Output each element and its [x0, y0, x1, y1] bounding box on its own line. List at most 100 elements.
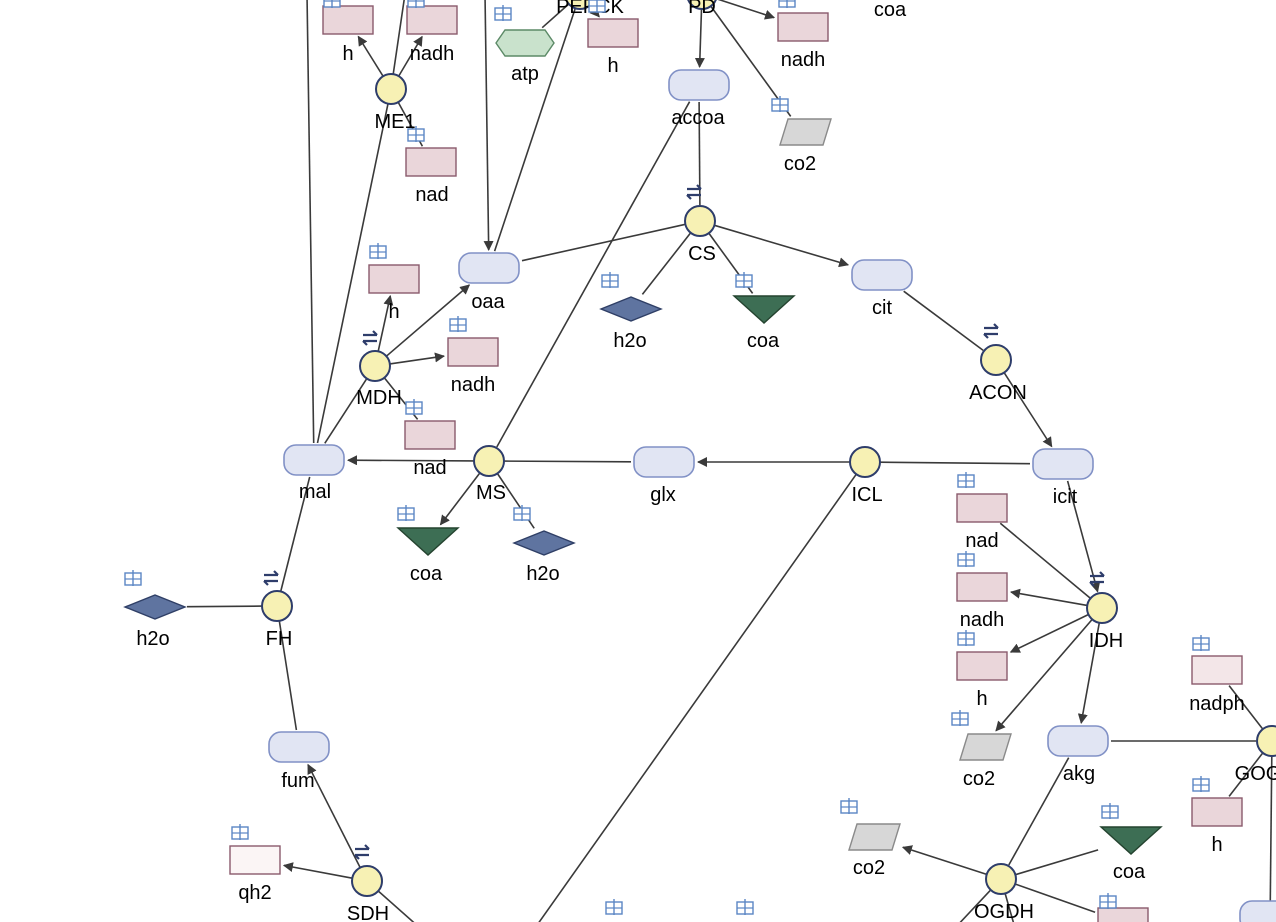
metabolite-m_h_top2[interactable]: h [587, 18, 639, 77]
reaction-fh[interactable]: FH [261, 570, 293, 650]
metabolite-m_co2_ogdh[interactable]: co2 [848, 823, 901, 879]
metabolite-label: coa [1113, 861, 1146, 883]
metabolite-m_mal[interactable]: mal [283, 444, 345, 503]
metabolite-m_h2o_fh[interactable]: h2o [123, 594, 187, 650]
metabolite-label: co2 [853, 857, 885, 879]
metabolite-m_nadh_top2[interactable]: nadh [777, 12, 829, 71]
metabolite-m_co2_idh[interactable]: co2 [959, 733, 1012, 790]
edge-mdh-m_mal [324, 378, 368, 444]
info-icon[interactable] [840, 798, 858, 814]
metabolite-label: nadph [1189, 693, 1245, 715]
metabolite-m_nadh_mdh[interactable]: nadh [447, 337, 499, 396]
metabolite-m_qh2[interactable]: qh2 [229, 845, 281, 904]
info-icon[interactable] [405, 399, 423, 415]
metabolite-m_nadh_top1[interactable]: nadh [406, 5, 458, 65]
reaction-goga[interactable]: GOG [1235, 725, 1276, 785]
metabolite-m_h_top1[interactable]: h [322, 5, 374, 65]
info-icon[interactable] [513, 505, 531, 521]
metabolite-m_cit[interactable]: cit [851, 259, 913, 319]
metabolite-m_atp[interactable]: atp [495, 29, 555, 85]
reaction-ms[interactable]: MS [473, 445, 506, 504]
info-icon[interactable] [323, 0, 341, 8]
edge-ms-m_mal [347, 455, 475, 466]
info-icon[interactable] [778, 0, 796, 8]
reaction-label: OGDH [974, 901, 1034, 922]
edge-m_akg-ogdh [1008, 757, 1070, 866]
info-icon[interactable] [736, 899, 754, 915]
info-icon[interactable] [957, 551, 975, 567]
metabolite-m_oaa[interactable]: oaa [458, 252, 520, 313]
info-icon[interactable] [1192, 635, 1210, 651]
reaction-cs[interactable]: CS [684, 184, 716, 265]
metabolite-m_coa_cs[interactable]: coa [732, 295, 796, 352]
metabolite-m_h_idh[interactable]: h [956, 651, 1008, 710]
metabolite-m_coa_ogdh[interactable]: coa [1099, 826, 1163, 883]
reaction-acon[interactable]: ACON [969, 323, 1027, 404]
metabolite-m_h_gog[interactable]: h [1191, 797, 1243, 856]
reaction-ogdh[interactable]: OGDH [974, 863, 1034, 922]
metabolite-m_nad_idh[interactable]: nad [956, 493, 1008, 552]
info-icon[interactable] [407, 126, 425, 142]
metabolite-label: co2 [963, 768, 995, 790]
info-icon[interactable] [449, 316, 467, 332]
metabolite-label: h2o [136, 628, 169, 650]
reaction-icl[interactable]: ICL [849, 446, 883, 506]
reaction-mdh[interactable]: MDH [356, 330, 402, 409]
info-icon[interactable] [1192, 776, 1210, 792]
edge-acon-m_icit [1003, 372, 1053, 448]
metabolite-m_h2o_cs[interactable]: h2o [599, 296, 663, 352]
metabolite-m_h_mdh[interactable]: h [368, 264, 420, 323]
metabolite-m_main_bottom[interactable] [1239, 900, 1276, 922]
info-icon[interactable] [231, 824, 249, 840]
edge-goga-m_gog_down [1269, 755, 1273, 922]
info-icon[interactable] [397, 505, 415, 521]
info-icon[interactable] [605, 899, 623, 915]
metabolite-m_cof_bottom[interactable] [1097, 907, 1149, 922]
info-icon[interactable] [1099, 893, 1117, 909]
reaction-sdh[interactable]: SDH [347, 844, 389, 922]
metabolite-m_glx[interactable]: glx [633, 446, 695, 506]
info-icon[interactable] [957, 630, 975, 646]
reaction-label: MS [476, 482, 506, 504]
info-icon[interactable] [735, 272, 753, 288]
metabolite-label: coa [410, 563, 443, 585]
edge-fh-m_h2o_fh [186, 605, 263, 608]
info-icon[interactable] [951, 710, 969, 726]
metabolite-m_nadph[interactable]: nadph [1189, 655, 1245, 715]
metabolite-m_nad_mdh[interactable]: nad [404, 420, 456, 479]
metabolite-m_accoa[interactable]: accoa [668, 69, 730, 129]
metabolite-label: akg [1063, 763, 1095, 785]
metabolite-m_icit[interactable]: icit [1032, 448, 1094, 508]
metabolite-m_fum[interactable]: fum [268, 731, 330, 792]
info-icon[interactable] [124, 570, 142, 586]
reaction-label: FH [266, 628, 293, 650]
metabolite-m_h2o_ms[interactable]: h2o [512, 530, 576, 585]
metabolite-m_co2_top[interactable]: co2 [779, 118, 832, 175]
reaction-label: IDH [1089, 630, 1123, 652]
info-icon[interactable] [1101, 803, 1119, 819]
reaction-pd[interactable]: PD [687, 0, 717, 18]
metabolite-m_nad_me1[interactable]: nad [405, 147, 457, 206]
reaction-label: ICL [851, 484, 882, 506]
metabolite-label: fum [281, 770, 314, 792]
edge-fh-m_mal [279, 476, 311, 592]
info-icon[interactable] [771, 96, 789, 112]
metabolite-label: nadh [781, 49, 826, 71]
reaction-idh[interactable]: IDH [1086, 571, 1123, 652]
metabolite-m_coa_ms[interactable]: coa [396, 527, 460, 585]
metabolite-label: oaa [471, 291, 505, 313]
metabolite-m_coa_top[interactable]: coa [874, 0, 907, 21]
info-icon[interactable] [601, 272, 619, 288]
info-icon[interactable] [494, 5, 512, 21]
metabolite-m_nadh_idh[interactable]: nadh [956, 572, 1008, 631]
info-icon[interactable] [588, 0, 606, 13]
reaction-me1[interactable]: ME1 [374, 73, 416, 133]
metabolite-label: nad [415, 184, 448, 206]
metabolite-m_akg[interactable]: akg [1047, 725, 1109, 785]
reaction-label: PD [688, 0, 716, 18]
info-icon[interactable] [369, 243, 387, 259]
info-icon[interactable] [957, 472, 975, 488]
info-icon[interactable] [407, 0, 425, 8]
edge-ogdh-m_coa_ogdh [1015, 849, 1099, 876]
